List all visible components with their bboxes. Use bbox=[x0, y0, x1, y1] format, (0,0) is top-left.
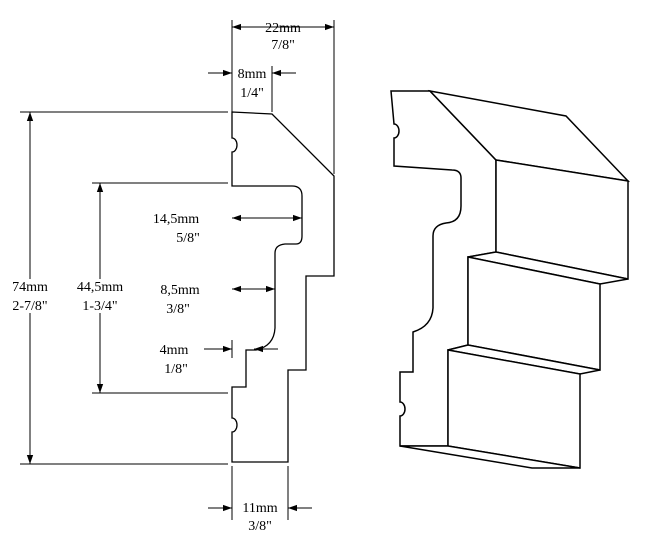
label-3-8-bottom: 3/8" bbox=[248, 519, 272, 534]
label-44-5mm: 44,5mm bbox=[77, 280, 123, 295]
molding-3d-view bbox=[390, 89, 631, 469]
label-1-3-4: 1-3/4" bbox=[82, 299, 117, 314]
label-7-8: 7/8" bbox=[271, 38, 295, 53]
label-1-4: 1/4" bbox=[240, 86, 264, 101]
label-5-8: 5/8" bbox=[176, 231, 200, 246]
label-14-5mm: 14,5mm bbox=[153, 212, 199, 227]
label-44mm-bg bbox=[70, 279, 130, 313]
label-74mm: 74mm bbox=[12, 280, 48, 295]
label-4mm: 4mm bbox=[160, 343, 189, 358]
profile-outline bbox=[231, 111, 335, 463]
label-22mm: 22mm bbox=[265, 21, 301, 36]
label-8-5mm: 8,5mm bbox=[160, 283, 199, 298]
label-2-7-8: 2-7/8" bbox=[12, 299, 47, 314]
label-1-8: 1/8" bbox=[164, 362, 188, 377]
label-3-8-middle: 3/8" bbox=[166, 302, 190, 317]
label-8mm: 8mm bbox=[238, 67, 267, 82]
front-face-3d bbox=[390, 90, 497, 447]
label-11mm: 11mm bbox=[242, 501, 277, 516]
label-74mm-bg bbox=[4, 279, 56, 313]
bottom-face-3d bbox=[399, 445, 581, 469]
